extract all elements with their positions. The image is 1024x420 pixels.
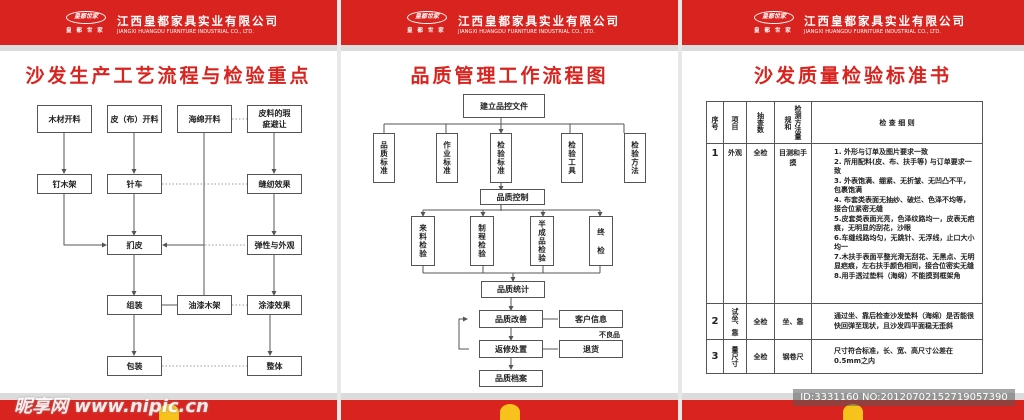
site-watermark: 昵享网 www.nipic.cn	[14, 396, 209, 417]
company-name-en: JIANGXI HUANGDU FURNITURE INDUSTRIAL CO.…	[458, 29, 596, 35]
col-method: 检测方法量规和	[774, 101, 812, 144]
header-stripe	[0, 45, 337, 51]
company-name: 江西皇都家具实业有限公司	[117, 14, 279, 28]
node-rework: 返修处置	[479, 340, 543, 358]
panel-production-process: 皇都世家 皇 都 世 家 江西皇都家具实业有限公司 JIANGXI HUANGD…	[0, 0, 337, 420]
node-quality-archive: 品质档案	[479, 370, 543, 387]
company-logo: 皇都世家 皇 都 世 家	[66, 11, 106, 34]
col-no: 序号	[706, 101, 724, 144]
node-wood-cut: 木材开料	[37, 105, 92, 133]
node-inspect-std: 检验标准	[490, 133, 512, 183]
node-sponge-cut: 海绵开料	[177, 105, 232, 133]
node-incoming-inspect: 来料检验	[411, 216, 435, 266]
node-semi-inspect: 半成品检验	[530, 216, 554, 266]
node-work-std: 作业标准	[436, 133, 458, 183]
table-row: 1 外观 全检 目测和手摸 1. 外形与订单及图片要求一致 2. 所用配料(皮、…	[706, 143, 983, 304]
company-name: 江西皇都家具实业有限公司	[804, 14, 966, 28]
defect-label: 不良品	[599, 331, 620, 339]
col-sample: 抽查数	[746, 101, 775, 144]
panel-title: 品质管理工作流程图	[410, 65, 609, 87]
emblem-icon	[499, 404, 520, 420]
logo-icon: 皇都世家	[66, 11, 106, 24]
company-name: 江西皇都家具实业有限公司	[458, 14, 620, 28]
node-process-inspect: 制程检验	[470, 216, 494, 266]
node-quality-improve: 品质改善	[479, 310, 543, 328]
node-assembly: 组装	[107, 295, 162, 315]
node-elastic-look: 弹性与外观	[247, 235, 302, 255]
node-inspect-method: 检验方法	[624, 133, 646, 183]
table-row: 2 试坐、靠 全检 坐、靠 通过坐、靠后检查沙发垫料（海绵）是否能很快回弹至现状…	[706, 303, 983, 340]
node-nail-frame: 钉木架	[37, 174, 92, 194]
panel-quality-standard: 皇都世家 皇 都 世 家 江西皇都家具实业有限公司 JIANGXI HUANGD…	[682, 0, 1024, 420]
company-logo: 皇都世家 皇 都 世 家	[407, 11, 447, 34]
company-logo: 皇都世家 皇 都 世 家	[754, 11, 794, 34]
node-packing: 包装	[107, 356, 162, 376]
col-item: 项目	[723, 101, 747, 144]
logo-icon: 皇都世家	[754, 11, 794, 24]
node-paint-effect: 涂漆效果	[247, 295, 302, 315]
node-customer-info: 客户信息	[559, 310, 623, 328]
company-name-en: JIANGXI HUANGDU FURNITURE INDUSTRIAL CO.…	[117, 29, 255, 35]
table-row: 3 量尺寸 全检 钢卷尺 尺寸符合标准，长、宽、高尺寸公差在0.5mm之内	[706, 339, 983, 374]
node-sewing: 针车	[107, 174, 162, 194]
node-leather-cut: 皮（布）开料	[107, 105, 162, 133]
node-overall: 整体	[247, 356, 302, 376]
panel-quality-management: 皇都世家 皇 都 世 家 江西皇都家具实业有限公司 JIANGXI HUANGD…	[341, 0, 678, 420]
company-header	[341, 0, 678, 45]
emblem-icon	[158, 404, 179, 420]
node-create-docs: 建立品控文件	[463, 94, 545, 118]
company-name-en: JIANGXI HUANGDU FURNITURE INDUSTRIAL CO.…	[804, 29, 942, 35]
col-details: 检 查 细 则	[811, 101, 983, 144]
node-returns: 退货	[559, 340, 623, 358]
company-header	[0, 0, 337, 45]
node-quality-control: 品质控制	[480, 189, 545, 205]
logo-icon: 皇都世家	[407, 11, 447, 24]
node-seam-effect: 缝纫效果	[247, 174, 302, 194]
image-id-watermark: ID:3331160 NO:20120702152719057390	[793, 389, 1015, 406]
panel-title: 沙发质量检验标准书	[753, 65, 952, 87]
node-final-inspect: 终 检	[589, 216, 613, 266]
node-leather-defect: 皮料的瑕疵避让	[247, 105, 302, 133]
detail-cell: 1. 外形与订单及图片要求一致 2. 所用配料(皮、布、扶手等) 与订单要求一致…	[811, 143, 983, 304]
inspection-standard-table: 序号 项目 抽查数 检测方法量规和 检 查 细 则 1 外观 全检 目测和手摸 …	[706, 101, 983, 374]
node-upholstery: 扪皮	[107, 235, 162, 255]
emblem-icon	[843, 404, 863, 420]
node-paint-frame: 油漆木架	[177, 295, 232, 315]
node-quality-std: 品质标准	[373, 133, 395, 183]
node-inspect-tools: 检验工具	[561, 133, 583, 183]
company-header	[682, 0, 1024, 45]
panel-title: 沙发生产工艺流程与检验重点	[25, 65, 312, 87]
node-quality-stats: 品质统计	[481, 281, 545, 298]
table-header-row: 序号 项目 抽查数 检测方法量规和 检 查 细 则	[706, 101, 983, 144]
